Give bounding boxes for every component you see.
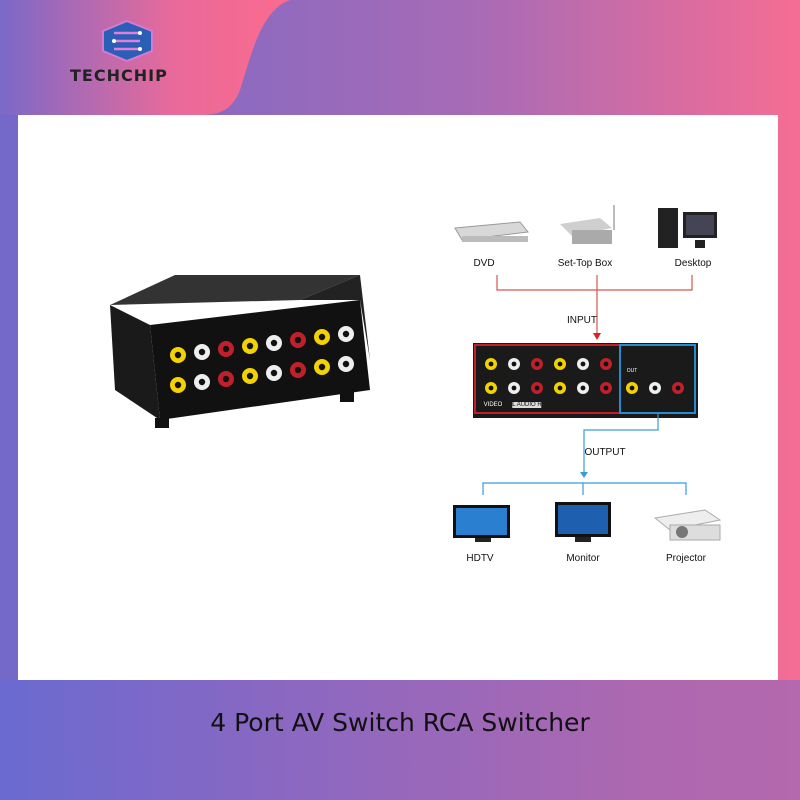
header-swoosh xyxy=(0,0,290,115)
desktop-computer-icon xyxy=(658,208,717,248)
dvd-player-icon xyxy=(454,221,529,242)
port-label-video: VIDEO xyxy=(483,402,503,408)
output-device-projector: Projector xyxy=(665,553,707,564)
hdtv-icon xyxy=(453,505,510,542)
title-band xyxy=(0,680,800,800)
monitor-icon xyxy=(555,502,611,542)
brand-name: TECHCHIP xyxy=(70,66,168,85)
output-device-monitor: Monitor xyxy=(566,553,600,564)
input-label: INPUT xyxy=(567,315,597,326)
port-label-audio: L AUDIO R xyxy=(512,402,542,408)
set-top-box-icon xyxy=(560,205,615,244)
output-label: OUTPUT xyxy=(584,447,626,458)
input-device-desktop: Desktop xyxy=(674,258,712,269)
product-title: 4 Port AV Switch RCA Switcher xyxy=(210,708,590,737)
projector-icon xyxy=(653,509,722,541)
chip-hexagon-icon xyxy=(102,20,153,62)
input-device-dvd: DVD xyxy=(473,258,495,269)
output-device-hdtv: HDTV xyxy=(466,553,494,564)
input-device-set-top-box: Set-Top Box xyxy=(557,258,613,269)
port-label-out: OUT xyxy=(626,368,638,374)
